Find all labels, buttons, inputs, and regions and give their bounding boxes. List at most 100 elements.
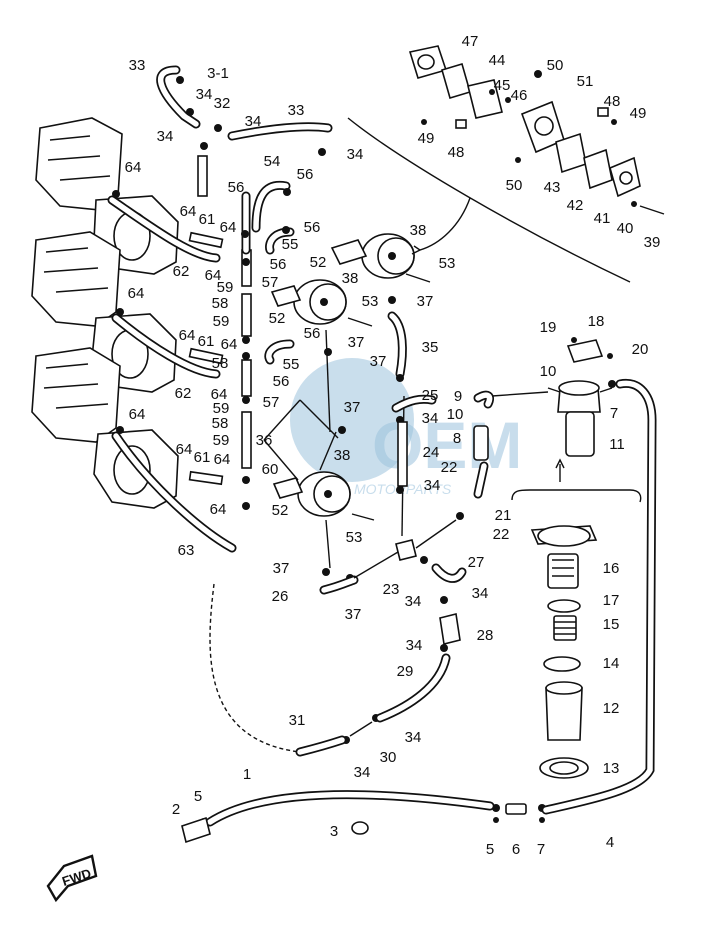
fuel-line-24 [391,390,549,499]
callout-56: 56 [270,256,287,273]
callout-47: 47 [462,33,479,50]
callout-53: 53 [362,293,379,310]
callout-64: 64 [221,336,238,353]
callout-34: 34 [472,585,489,602]
callout-14: 14 [603,655,620,672]
callout-64: 64 [180,203,197,220]
callout-45: 45 [494,77,511,94]
callout-59: 59 [213,432,230,449]
callout-12: 12 [603,700,620,717]
callout-16: 16 [603,560,620,577]
callout-20: 20 [632,341,649,358]
callout-11: 11 [609,436,625,453]
callout-51: 51 [577,73,594,90]
callout-57: 57 [263,394,280,411]
callout-58: 58 [212,415,229,432]
callout-6: 6 [512,841,520,858]
callout-2: 2 [172,801,180,818]
callout-34: 34 [196,86,213,103]
callout-39: 39 [644,234,661,251]
fittings-61 [188,231,224,486]
callout-17: 17 [603,592,620,609]
callout-46: 46 [511,87,528,104]
callout-5: 5 [486,841,494,858]
callout-64: 64 [176,441,193,458]
callout-64: 64 [211,386,228,403]
callout-59: 59 [217,279,234,296]
callout-13: 13 [603,760,620,777]
callout-23: 23 [383,581,400,598]
callout-58: 58 [212,355,229,372]
callout-18: 18 [588,313,605,330]
callout-19: 19 [540,319,557,336]
callout-25: 25 [422,387,439,404]
callout-64: 64 [205,267,222,284]
callout-64: 64 [220,219,237,236]
callout-56: 56 [297,166,314,183]
callout-4: 4 [606,834,614,851]
callout-37: 37 [344,399,361,416]
callout-57: 57 [262,274,279,291]
hose-62-63 [107,195,237,553]
callout-22: 22 [441,459,458,476]
callout-52: 52 [272,502,289,519]
callout-50: 50 [547,57,564,74]
fuel-pump-top [330,233,415,279]
callout-36: 36 [256,432,273,449]
filter-exploded-view [511,458,642,779]
callout-8: 8 [453,430,461,447]
main-fuel-lines [205,378,657,827]
callout-41: 41 [594,210,611,227]
callout-55: 55 [282,236,299,253]
callout-53: 53 [439,255,456,272]
callout-40: 40 [617,220,634,237]
fuel-pump-middle [270,279,347,325]
callout-61: 61 [199,211,216,228]
callout-34: 34 [405,729,422,746]
callout-64: 64 [210,501,227,518]
watermark: OEM MOTORPARTS [290,358,522,497]
callout-62: 62 [175,385,192,402]
callout-61: 61 [198,333,215,350]
callout-3-1: 3-1 [207,65,229,82]
callout-34: 34 [422,410,439,427]
callout-64: 64 [214,451,231,468]
callout-56: 56 [228,179,245,196]
callout-38: 38 [410,222,427,239]
callout-10: 10 [447,406,464,423]
callout-38: 38 [334,447,351,464]
callout-7: 7 [610,405,618,422]
callout-15: 15 [603,616,620,633]
callout-37: 37 [370,353,387,370]
callout-59: 59 [213,400,230,417]
callout-28: 28 [477,627,494,644]
callout-24: 24 [423,444,440,461]
callout-1: 1 [243,766,251,783]
fuel-pump-bottom [272,471,351,517]
callout-52: 52 [269,310,286,327]
small-connectors [181,613,545,844]
callout-30: 30 [380,749,397,766]
callout-26: 26 [272,588,289,605]
pump-exploded-view [347,45,665,283]
callout-60: 60 [262,461,279,478]
callout-34: 34 [406,637,423,654]
callout-10: 10 [540,363,557,380]
callout-61: 61 [194,449,211,466]
callout-34: 34 [157,128,174,145]
callout-34: 34 [424,477,441,494]
callout-63: 63 [178,542,195,559]
callout-34: 34 [354,764,371,781]
callout-3: 3 [330,823,338,840]
top-hoses [156,65,407,379]
callout-64: 64 [129,406,146,423]
callout-32: 32 [214,95,231,112]
callout-50: 50 [506,177,523,194]
callout-34: 34 [245,113,262,130]
callout-5: 5 [194,788,202,805]
callout-49: 49 [418,130,435,147]
callout-35: 35 [422,339,439,356]
